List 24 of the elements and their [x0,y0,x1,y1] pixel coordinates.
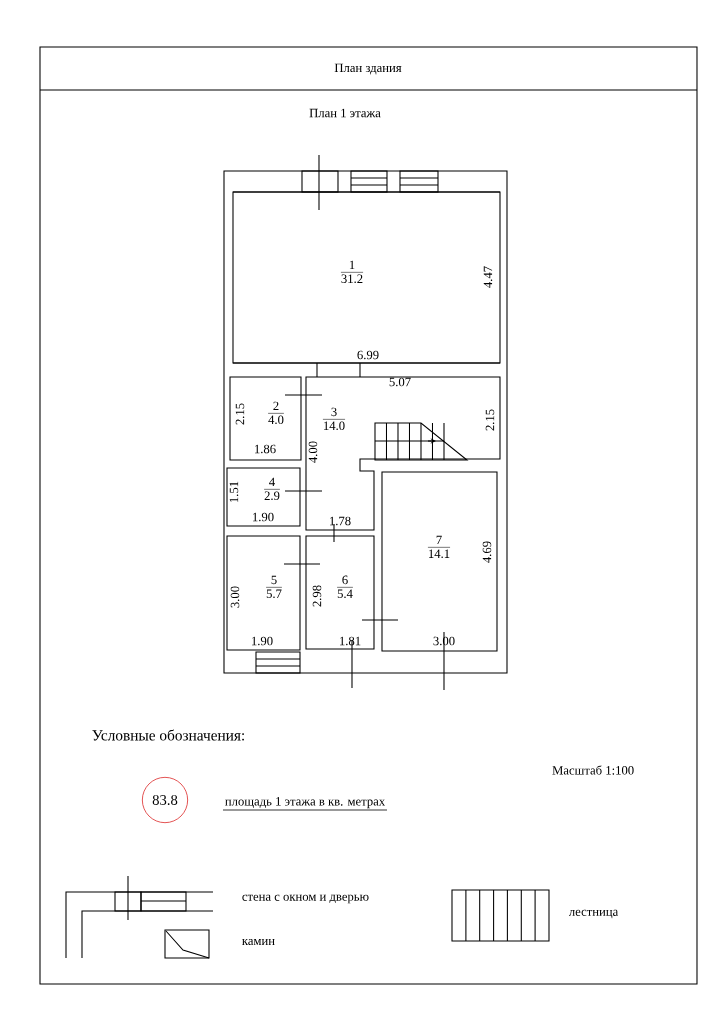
dimension: 2.98 [312,585,322,607]
dimension: 1.78 [330,516,351,526]
dimension: 1.90 [252,636,273,646]
dimension: 1.51 [229,481,239,502]
dimension: 1.81 [340,636,361,646]
dimension: 1.90 [253,512,274,522]
legend-text: стена с окном и дверью [242,894,369,904]
dimension: 4.69 [482,541,492,563]
dimension: 1.86 [255,444,276,454]
dimension: 5.07 [389,377,411,387]
dimension: 2.15 [485,409,495,431]
legend-heading: Условные обозначения: [92,729,244,741]
dimension: 3.00 [230,586,240,608]
dimension: 4.00 [308,441,318,463]
dimension: 3.00 [433,636,455,646]
legend-text: площадь 1 этажа в кв. метрах [222,797,388,811]
dimension: 6.99 [357,350,379,360]
legend-text: лестница [569,909,619,919]
title: План здания [334,63,402,75]
legend-text: камин [242,939,275,946]
dimension: 2.15 [235,403,245,425]
dimension: 4.47 [483,266,493,288]
scale-note: Масштаб 1:100 [552,765,634,775]
subtitle: План 1 этажа [309,108,381,118]
